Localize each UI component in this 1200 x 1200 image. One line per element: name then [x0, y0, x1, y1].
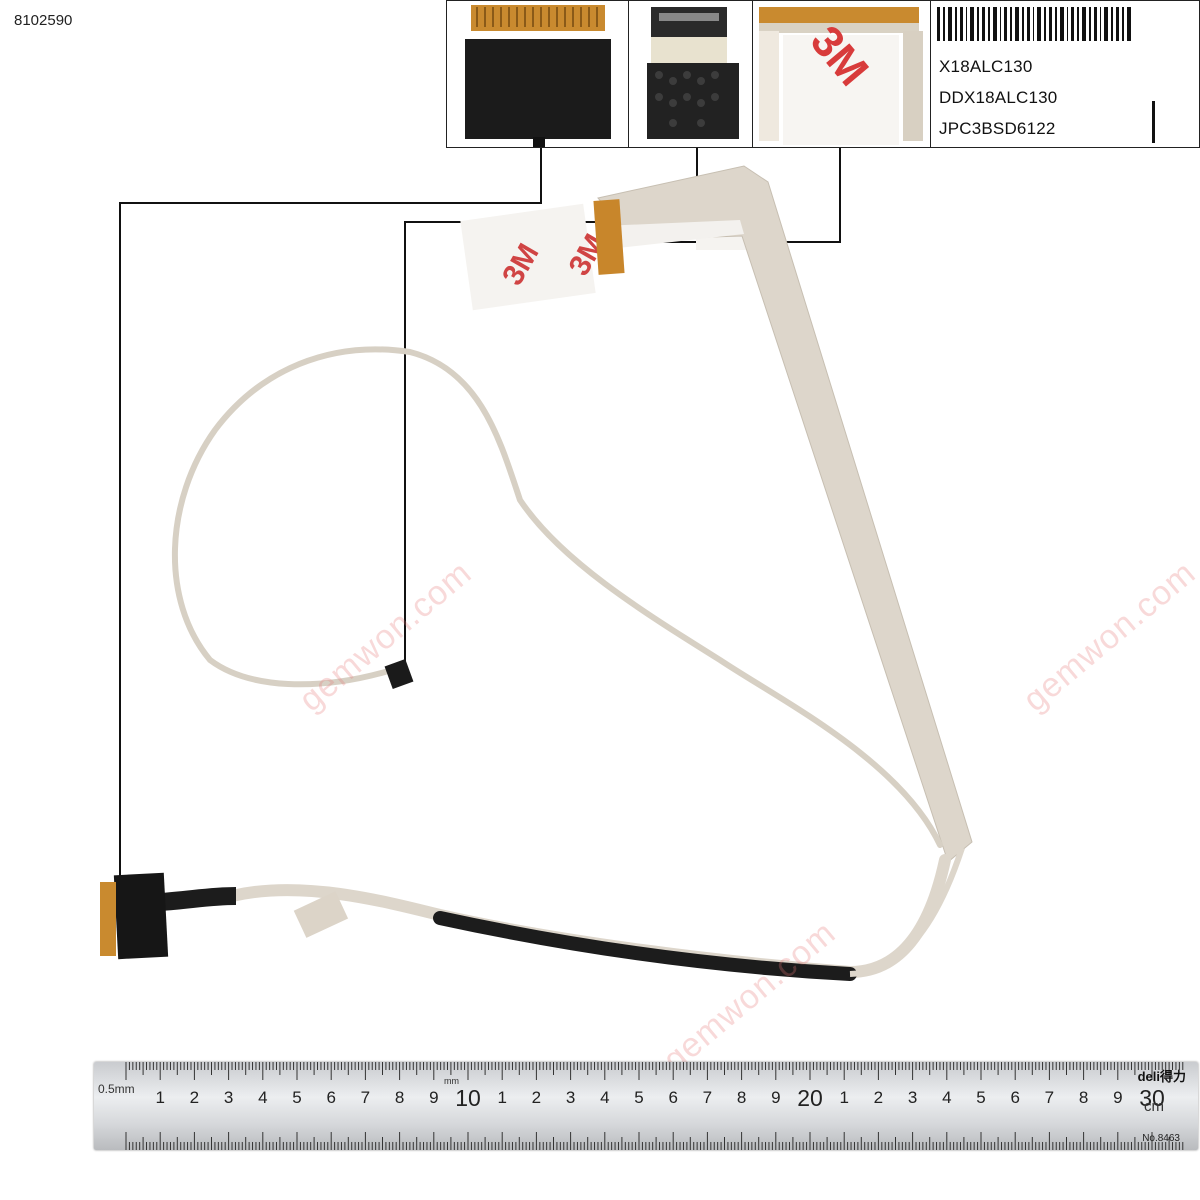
part-number-1: X18ALC130 — [939, 57, 1033, 76]
ruler-number: 1 — [839, 1088, 849, 1107]
ruler-number: 7 — [702, 1088, 713, 1107]
ruler-number: 8 — [1078, 1088, 1089, 1107]
thumb-camera-connector — [629, 1, 753, 147]
ruler-number: 10 — [455, 1085, 481, 1111]
camera-connector-image — [647, 7, 739, 139]
ruler-scale-note: 0.5mm — [98, 1082, 135, 1096]
ruler-number: 5 — [976, 1088, 986, 1107]
ruler-number: 8 — [736, 1088, 747, 1107]
panel-connector-image: 3M — [759, 7, 923, 145]
ruler-number: 8 — [394, 1088, 405, 1107]
ruler-number: 9 — [771, 1088, 781, 1107]
flat-ribbon — [597, 165, 973, 863]
ruler-number: 3 — [565, 1088, 576, 1107]
ruler-number: 6 — [1010, 1088, 1020, 1107]
ruler-number: 7 — [1044, 1088, 1055, 1107]
product-sku: 8102590 — [14, 12, 73, 29]
lcd-cable-photo: 3M 3M 3M — [100, 148, 973, 981]
ruler-number: 2 — [531, 1088, 542, 1107]
barcode — [937, 7, 1131, 41]
panel-connector — [593, 199, 625, 275]
part-number-panel: X18ALC130 DDX18ALC130 JPC3BSD6122 — [931, 1, 1199, 147]
edp-connector-pins — [100, 882, 116, 956]
ruler-brand: deli得力 — [1137, 1069, 1186, 1084]
ruler-model: No.8463 — [1142, 1133, 1180, 1144]
mark-stroke — [1152, 101, 1155, 143]
ruler-ticks — [125, 1062, 1184, 1150]
part-number-2: DDX18ALC130 — [939, 88, 1058, 107]
ruler-number: 4 — [942, 1088, 952, 1107]
edp-connector-image — [465, 5, 611, 147]
ruler-mm-label: mm — [444, 1076, 459, 1086]
ruler-number: 2 — [189, 1088, 200, 1107]
thumb-panel-connector: 3M — [753, 1, 931, 147]
camera-wire — [171, 346, 943, 848]
ruler-number: 2 — [873, 1088, 884, 1107]
detail-thumbnails: 3M X18ALC130 DDX18ALC130 JPC3BSD6122 — [446, 0, 1200, 148]
thumb-edp-connector — [447, 1, 629, 147]
ruler-number: 1 — [155, 1088, 165, 1107]
ruler-number: 4 — [258, 1088, 268, 1107]
ruler-number: 30 — [1139, 1085, 1165, 1111]
measuring-ruler: 0.5mm mm 1 2 3 4 5 6 7 8 9 10 1 2 3 4 5 6 7 8 9 20 1 2 3 4 5 6 7 8 9… — [94, 1062, 1198, 1150]
part-number-3: JPC3BSD6122 — [939, 119, 1056, 138]
edp-connector — [113, 872, 169, 960]
leader-line-panel — [612, 148, 841, 243]
edp-cable-black — [433, 911, 857, 981]
leader-line-edp — [119, 148, 542, 920]
ruler-number: 6 — [326, 1088, 336, 1107]
ruler-number: 9 — [1113, 1088, 1123, 1107]
ruler-number: 3 — [907, 1088, 918, 1107]
ruler-number: 4 — [600, 1088, 610, 1107]
ruler-number: 9 — [429, 1088, 439, 1107]
ruler-number: 7 — [360, 1088, 371, 1107]
ruler-number: 6 — [668, 1088, 678, 1107]
ruler-number: 3 — [223, 1088, 234, 1107]
camera-connector — [384, 658, 414, 690]
ruler-number: 20 — [797, 1085, 823, 1111]
ruler-number: 1 — [497, 1088, 507, 1107]
ruler-number: 5 — [292, 1088, 302, 1107]
ruler-unit: cm — [1144, 1098, 1164, 1115]
ruler-number: 5 — [634, 1088, 644, 1107]
